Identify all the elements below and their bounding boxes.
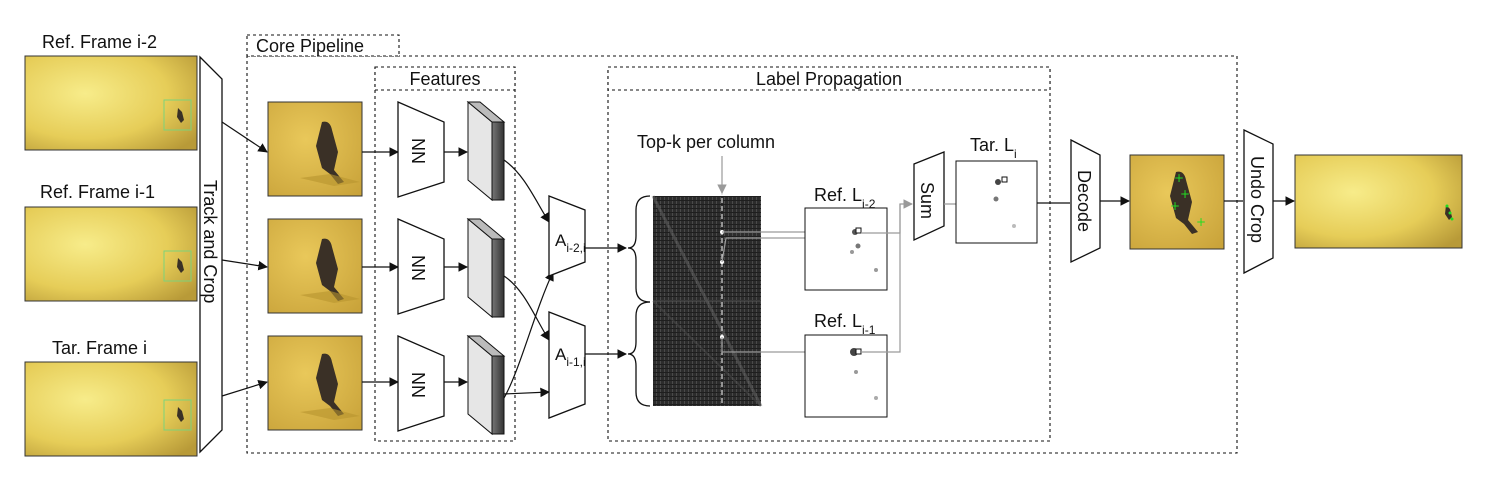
ref-frame-i1-label: Ref. Frame i-1 [40,182,155,202]
affinity-top-label: Ai-2,i [555,231,586,255]
arrow-frame-to-crop-2 [221,259,268,271]
ref-frame-i1-image [24,206,198,302]
arrow-feat2-to-aff-bottom [503,275,550,341]
tar-label-heatmap [955,160,1038,244]
feature-volume-3 [466,334,506,436]
cropped-frame-1 [267,101,363,197]
track-and-crop-block: Track and Crop [199,55,223,454]
feature-volume-1 [466,100,506,202]
brace-top [627,195,651,303]
ref-label-top-heatmap [804,207,888,291]
track-and-crop-label: Track and Crop [200,180,220,303]
ref-label-bottom-heatmap [804,334,888,418]
ref-label-top-title: Ref. Li-2 [814,185,876,211]
ref-frame-i2-image [24,55,198,151]
features-label: Features [409,69,480,89]
undo-crop-label: Undo Crop [1247,156,1267,243]
top-k-label: Top-k per column [637,132,775,152]
svg-text:+: + [1174,171,1184,185]
arrow-frame-to-crop-1 [221,121,268,153]
core-pipeline-label: Core Pipeline [256,36,364,56]
affinity-matrix [651,190,763,407]
svg-text:+: + [1196,215,1206,229]
decode-block: Decode [1070,138,1101,264]
ref-label-bottom-title: Ref. Li-1 [814,311,876,337]
arrow-feat1-to-aff-top [503,159,550,223]
nn-block-1: NN [397,101,445,198]
nn-label-1: NN [408,138,428,164]
brace-bottom [627,301,651,407]
nn-label-2: NN [408,255,428,281]
cropped-frame-2 [267,218,363,314]
svg-text:+: + [1170,199,1180,213]
undo-crop-block: Undo Crop [1243,128,1274,275]
arrow-ref-bottom-to-sum [861,204,901,353]
svg-text:+: + [1180,187,1190,201]
features-tab [374,66,516,91]
tar-frame-i-image [24,361,198,457]
feature-volume-2 [466,217,506,319]
affinity-block-bottom: Ai-1,i [548,311,586,419]
affinity-block-top: Ai-2,i [548,195,586,277]
output-crop-with-keypoints: + + + + [1129,154,1225,250]
nn-block-2: NN [397,218,445,315]
arrow-frame-to-crop-3 [221,379,268,397]
affinity-bottom-label: Ai-1,i [555,345,586,369]
arrow-feat3-to-aff-top [503,271,554,399]
tar-frame-i-label: Tar. Frame i [52,338,147,358]
sum-block: Sum [913,151,945,242]
output-frame [1294,154,1463,249]
label-propagation-tab [607,66,1051,91]
label-propagation-label: Label Propagation [756,69,902,89]
nn-label-3: NN [408,372,428,398]
core-pipeline-frame [246,55,1238,454]
arrow-feat3-to-aff-bottom [503,387,550,398]
sum-label: Sum [917,182,937,219]
decode-label: Decode [1074,170,1094,232]
ref-frame-i2-label: Ref. Frame i-2 [42,32,157,52]
tar-label-title: Tar. Li [970,135,1017,161]
nn-block-3: NN [397,335,445,432]
core-pipeline-tab [246,34,400,57]
features-frame [374,66,516,442]
cropped-frame-3 [267,335,363,431]
